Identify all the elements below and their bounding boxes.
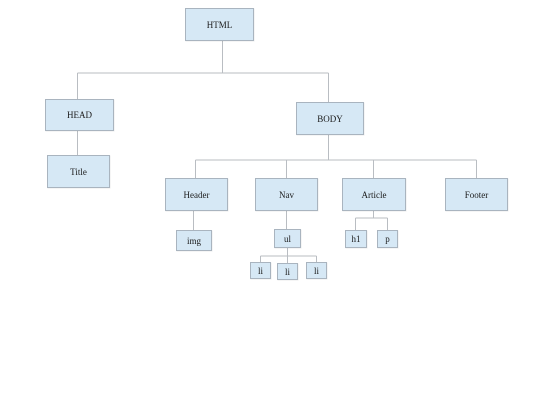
node-p-label: p [385,234,390,244]
node-footer: Footer [445,178,508,211]
node-title: Title [47,155,110,188]
node-ul-label: ul [283,233,291,244]
node-title-label: Title [70,166,87,177]
node-body: BODY [296,102,364,135]
node-article-label: Article [361,189,387,200]
node-html: HTML [185,8,254,41]
node-head: HEAD [45,99,114,131]
node-article: Article [342,178,406,211]
node-html-label: HTML [206,19,233,30]
node-h1-label: h1 [351,234,361,244]
node-img-label: img [186,235,201,246]
node-header-label: Header [183,189,210,200]
node-li-2-label: li [284,266,290,277]
node-li-1: li [250,262,271,279]
node-li-3: li [306,262,327,279]
node-li-2: li [277,263,298,280]
node-head-label: HEAD [67,110,92,120]
node-footer-label: Footer [464,189,489,200]
node-li-1-label: li [257,265,263,276]
node-img: img [176,230,212,251]
node-body-label: BODY [317,113,343,124]
node-li-3-label: li [313,265,319,276]
node-h1: h1 [345,230,367,248]
node-p: p [377,230,398,248]
node-ul: ul [274,229,301,248]
node-nav-label: Nav [279,189,294,200]
node-nav: Nav [255,178,318,211]
node-header: Header [165,178,228,211]
